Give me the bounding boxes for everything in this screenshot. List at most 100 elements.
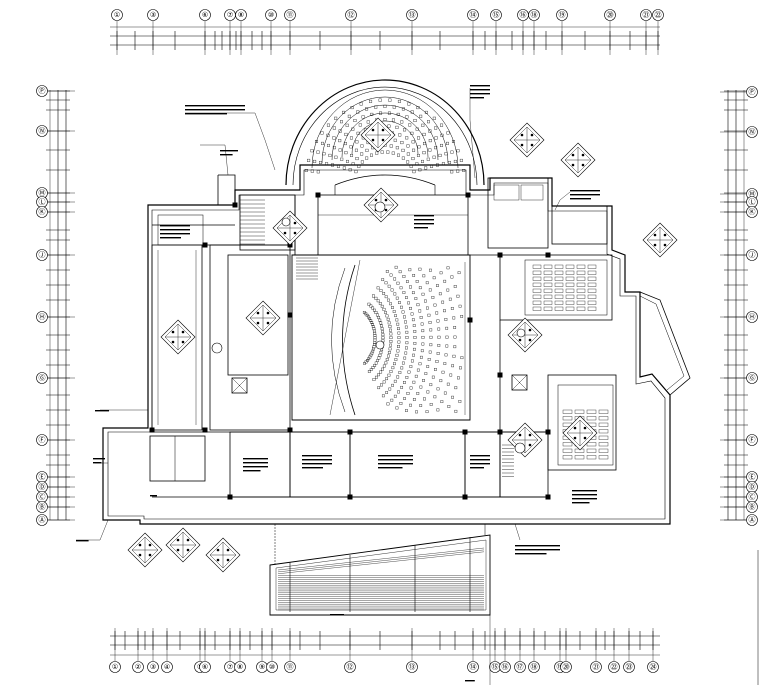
grid-label: ⑱ xyxy=(531,663,538,671)
left-grid-bubble: Ⓖ xyxy=(36,372,48,384)
left-grid-bubble: Ⓑ xyxy=(36,501,48,513)
right-grid-bubble: Ⓐ xyxy=(746,514,758,526)
top-grid-bubble: ③ xyxy=(147,9,159,21)
grid-label: ⑩ xyxy=(269,663,275,671)
detail-diamond-marker xyxy=(509,122,545,158)
grid-label: Ⓕ xyxy=(749,436,756,444)
bottom-grid-bubble: ⑨ xyxy=(256,661,268,673)
grid-label: ⑱ xyxy=(531,11,538,19)
top-grid-bubble: ⑭ xyxy=(467,9,479,21)
left-grid-bubble: Ⓟ xyxy=(36,85,48,97)
grid-label: Ⓙ xyxy=(39,251,46,259)
bottom-grid-bubble: ㉔ xyxy=(647,661,659,673)
grid-label: ㉑ xyxy=(593,663,600,671)
grid-label: Ⓑ xyxy=(39,503,46,511)
grid-label: ⑬ xyxy=(409,11,416,19)
bottom-grid-bubble: ⑳ xyxy=(560,661,572,673)
grid-label: Ⓔ xyxy=(749,473,756,481)
grid-label: Ⓔ xyxy=(39,473,46,481)
bottom-grid-bubble: ⑰ xyxy=(514,661,526,673)
grid-label: ⑦ xyxy=(227,11,233,19)
left-grid-bubble: Ⓐ xyxy=(36,514,48,526)
bottom-grid-bubble: ② xyxy=(132,661,144,673)
right-grid-bubble: Ⓒ xyxy=(746,491,758,503)
top-grid-bubble: ⑪ xyxy=(284,9,296,21)
grid-label: Ⓜ xyxy=(39,189,46,197)
detail-diamond-marker xyxy=(360,117,396,153)
right-grid-bubble: Ⓖ xyxy=(746,372,758,384)
grid-label: ⑭ xyxy=(470,11,477,19)
right-grid-bubble: Ⓟ xyxy=(746,86,758,98)
bottom-grid-bubble: ① xyxy=(109,661,121,673)
top-grid-bubble: ㉒ xyxy=(652,9,664,21)
right-grid-bubble: Ⓙ xyxy=(746,249,758,261)
detail-diamond-marker xyxy=(560,142,596,178)
left-grid-bubble: Ⓙ xyxy=(36,249,48,261)
top-grid-bubble: ⑬ xyxy=(406,9,418,21)
top-grid-bubble: ⑩ xyxy=(265,9,277,21)
grid-label: ⑳ xyxy=(607,11,614,19)
grid-label: ⑩ xyxy=(268,11,274,19)
grid-label: ⑪ xyxy=(287,663,294,671)
grid-label: Ⓗ xyxy=(39,313,46,321)
bottom-grid-bubble: ㉒ xyxy=(608,661,620,673)
right-grid-bubble: Ⓛ xyxy=(746,196,758,208)
left-grid-bubble: Ⓕ xyxy=(36,434,48,446)
detail-diamond-marker xyxy=(245,300,281,336)
grid-label: Ⓑ xyxy=(749,503,756,511)
grid-label: ㉒ xyxy=(655,11,662,19)
grid-label: ⑥ xyxy=(202,11,208,19)
grid-label: Ⓒ xyxy=(749,493,756,501)
bottom-grid-bubble: ⑪ xyxy=(284,661,296,673)
annotation-notes xyxy=(76,85,600,682)
grid-label: ③ xyxy=(150,663,156,671)
grid-label: Ⓝ xyxy=(749,128,756,136)
grid-label: Ⓜ xyxy=(749,190,756,198)
detail-markers xyxy=(127,117,678,573)
grid-label: Ⓚ xyxy=(749,208,756,216)
grid-label: ⑭ xyxy=(470,663,477,671)
detail-diamond-marker xyxy=(507,317,543,353)
grid-label: ① xyxy=(114,11,120,19)
detail-diamond-marker xyxy=(160,319,196,355)
bottom-grid-bubble: ③ xyxy=(147,661,159,673)
grid-label: Ⓓ xyxy=(39,483,46,491)
top-grid-bubble: ⑥ xyxy=(199,9,211,21)
grid-label: ㉔ xyxy=(650,663,657,671)
grid-label: Ⓗ xyxy=(749,313,756,321)
bottom-grid-bubble: ⑧ xyxy=(234,661,246,673)
top-grid-bubble: ⑧ xyxy=(235,9,247,21)
right-grid-bubble: Ⓕ xyxy=(746,434,758,446)
right-grid-bubble: Ⓑ xyxy=(746,501,758,513)
grid-label: ⑬ xyxy=(409,663,416,671)
top-grid-bubble: ㉑ xyxy=(640,9,652,21)
grid-label: ③ xyxy=(150,11,156,19)
grid-label: ⑨ xyxy=(259,663,265,671)
bottom-grid-bubbles: ①②③④⑤⑥⑦⑧⑨⑩⑪⑫⑬⑭⑮⑯⑰⑱⑲⑳㉑㉒㉓㉔ xyxy=(109,628,659,673)
left-grid-bubble: Ⓓ xyxy=(36,481,48,493)
grid-label: Ⓟ xyxy=(39,87,46,95)
grid-label: ⑦ xyxy=(227,663,233,671)
right-grid-bubble: Ⓗ xyxy=(746,311,758,323)
grid-label: ⑲ xyxy=(557,663,564,671)
bottom-grid-bubble: ㉓ xyxy=(623,661,635,673)
top-grid-bubble: ⑮ xyxy=(490,9,502,21)
left-grid-bubble: Ⓚ xyxy=(36,206,48,218)
grid-label: ⑰ xyxy=(517,663,524,671)
bottom-grid-bubble: ⑩ xyxy=(266,661,278,673)
right-grid-bubble: Ⓚ xyxy=(746,206,758,218)
top-grid-bubble: ⑱ xyxy=(528,9,540,21)
right-grid-bubble: Ⓝ xyxy=(746,126,758,138)
grid-label: Ⓒ xyxy=(39,493,46,501)
grid-label: ⑲ xyxy=(559,11,566,19)
grid-label: ① xyxy=(112,663,118,671)
left-grid-bubble: Ⓔ xyxy=(36,471,48,483)
classroom-seating xyxy=(532,264,609,460)
top-grid-bubble: ⑳ xyxy=(604,9,616,21)
upper-auditorium xyxy=(285,79,485,195)
detail-diamond-marker xyxy=(165,527,201,563)
grid-label: ② xyxy=(135,663,141,671)
entrance-plaza xyxy=(269,524,491,616)
